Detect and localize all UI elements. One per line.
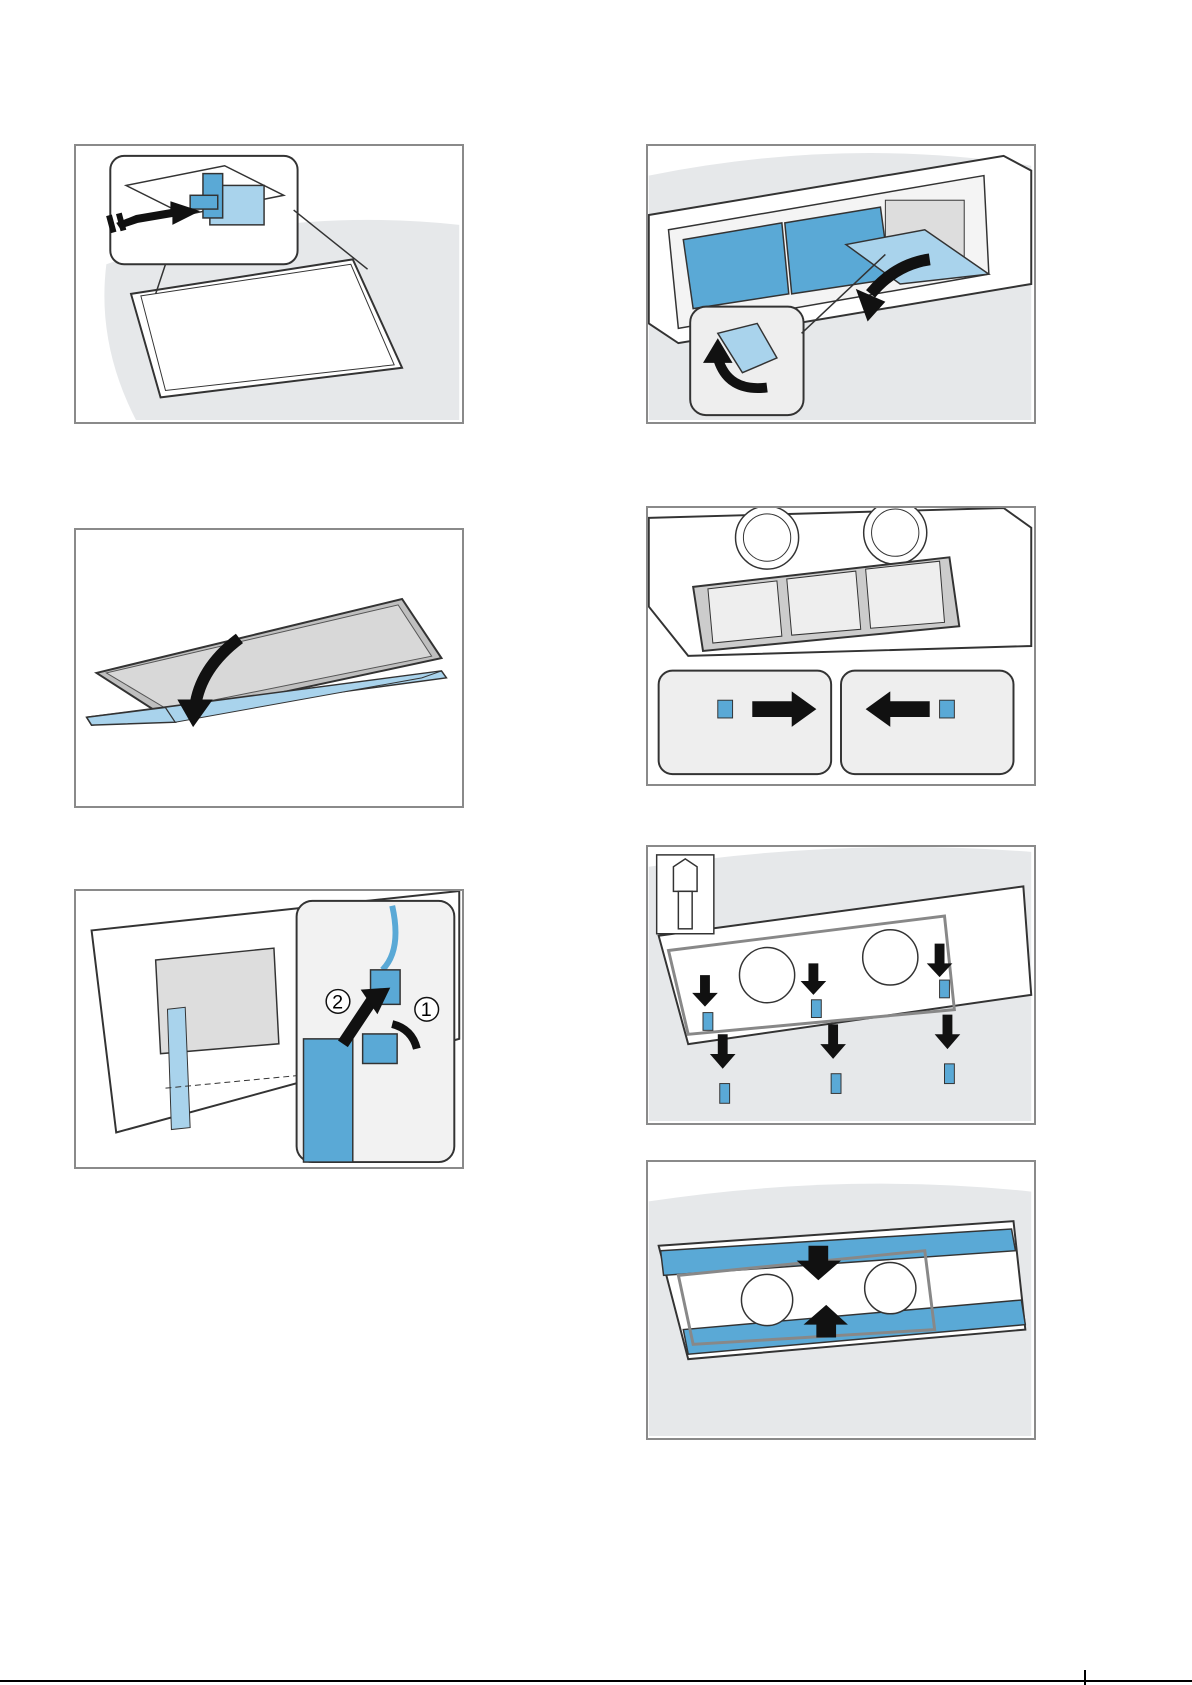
figure-6-screws xyxy=(646,845,1036,1125)
screws-illustration xyxy=(648,847,1034,1123)
step-label-1: 1 xyxy=(421,999,432,1021)
grille-release-illustration xyxy=(648,508,1034,784)
page-footer-tick xyxy=(1084,1670,1086,1685)
connector-illustration: 2 1 xyxy=(76,891,462,1167)
filter-latch-illustration xyxy=(76,146,462,422)
step-label-2: 2 xyxy=(332,991,343,1013)
filter-flap-illustration xyxy=(648,146,1034,422)
figure-1-filter-latch xyxy=(74,144,464,424)
page-footer-rule xyxy=(0,1680,1192,1682)
figure-3-lower-panel xyxy=(74,528,464,808)
torx-bit-icon xyxy=(657,855,714,934)
mounting-rails-illustration xyxy=(648,1162,1034,1438)
figure-2-filter-flap xyxy=(646,144,1036,424)
figure-7-mounting-rails xyxy=(646,1160,1036,1440)
figure-5-connector: 2 1 xyxy=(74,889,464,1169)
figure-4-grille-release xyxy=(646,506,1036,786)
lower-panel-illustration xyxy=(76,530,462,806)
